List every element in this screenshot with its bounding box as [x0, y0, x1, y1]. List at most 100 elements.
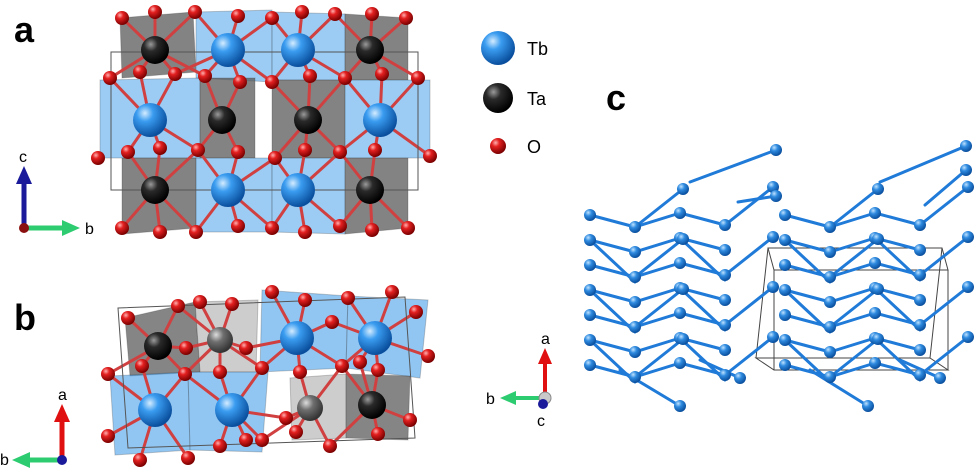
oxygen-atom: [341, 291, 355, 305]
legend-ta-swatch: [483, 83, 513, 113]
bond: [588, 238, 637, 254]
oxygen-atom: [198, 69, 212, 83]
oxygen-atom: [91, 151, 105, 165]
legend-ta-label: Ta: [527, 89, 547, 109]
tantalum-atom: [207, 327, 233, 353]
bond: [783, 213, 832, 229]
tantalum-atom: [294, 106, 322, 134]
terbium-atom: [215, 393, 249, 427]
bond: [828, 261, 877, 279]
legend-item-tb: Tb: [481, 31, 548, 65]
oxygen-atom: [289, 425, 303, 439]
terbium-atom: [719, 344, 731, 356]
oxygen-atom: [179, 341, 193, 355]
oxygen-atom: [213, 365, 227, 379]
oxygen-atom: [231, 145, 245, 159]
tantalum-atom: [356, 36, 384, 64]
bond: [618, 368, 682, 408]
terbium-atom: [767, 281, 779, 293]
oxygen-atom: [325, 315, 339, 329]
bond: [808, 368, 870, 408]
terbium-atom: [719, 294, 731, 306]
oxygen-atom: [133, 453, 147, 467]
terbium-atom: [584, 309, 596, 321]
bond: [828, 337, 880, 379]
bond: [633, 361, 682, 379]
panel-c-label: c: [606, 77, 626, 118]
terbium-atom: [584, 209, 596, 221]
oxygen-atom: [328, 7, 342, 21]
terbium-atom: [584, 284, 596, 296]
oxygen-atom: [233, 75, 247, 89]
bond: [678, 311, 727, 327]
bond: [633, 236, 682, 254]
oxygen-atom: [333, 145, 347, 159]
bond: [873, 261, 922, 277]
terbium-atom: [363, 103, 397, 137]
terbium-atom: [629, 346, 641, 358]
panel-b-label: b: [14, 297, 36, 338]
oxygen-atom: [293, 365, 307, 379]
panel-c-axis-c-label: c: [537, 413, 545, 430]
oxygen-atom: [178, 367, 192, 381]
bond: [723, 335, 775, 377]
terbium-atom: [211, 33, 245, 67]
oxygen-atom: [265, 221, 279, 235]
terbium-atom: [960, 164, 972, 176]
terbium-atom: [934, 372, 946, 384]
oxygen-atom: [181, 451, 195, 465]
oxygen-atom: [403, 413, 417, 427]
oxygen-atom: [231, 9, 245, 23]
bond: [828, 286, 877, 304]
oxygen-atom: [188, 5, 202, 19]
oxygen-atom: [265, 285, 279, 299]
bond: [828, 311, 877, 329]
oxygen-atom: [385, 285, 399, 299]
terbium-atom: [674, 357, 686, 369]
bond: [736, 194, 778, 204]
terbium-atom: [824, 346, 836, 358]
oxygen-atom: [135, 359, 149, 373]
terbium-atom: [677, 333, 689, 345]
oxygen-atom: [323, 439, 337, 453]
tantalum-atom: [358, 391, 386, 419]
legend-item-ta: Ta: [483, 83, 547, 113]
bond: [783, 263, 832, 279]
bond: [828, 287, 880, 329]
panel-a-axis-b-label: b: [85, 221, 94, 238]
tantalum-atom: [141, 176, 169, 204]
bond: [828, 236, 877, 254]
terbium-atom: [824, 371, 836, 383]
bond: [783, 363, 832, 379]
legend-o-label: O: [527, 137, 541, 157]
oxygen-atom: [255, 361, 269, 375]
oxygen-atom: [191, 143, 205, 157]
panel-a-axes: c b: [16, 149, 94, 238]
oxygen-atom: [279, 411, 293, 425]
oxygen-atom: [338, 71, 352, 85]
bond: [633, 237, 685, 279]
bond: [828, 211, 877, 229]
bond: [588, 313, 637, 329]
terbium-atom: [779, 259, 791, 271]
terbium-atom: [869, 307, 881, 319]
panel-a-label: a: [14, 9, 35, 50]
terbium-atom: [584, 334, 596, 346]
terbium-atom: [962, 231, 974, 243]
bond: [918, 185, 970, 227]
oxygen-atom: [121, 311, 135, 325]
oxygen-atom: [225, 297, 239, 311]
terbium-atom: [872, 233, 884, 245]
bond: [633, 187, 685, 229]
bond: [588, 213, 637, 229]
terbium-atom: [584, 259, 596, 271]
terbium-atom: [281, 33, 315, 67]
bond: [873, 211, 922, 227]
legend-o-swatch: [490, 138, 506, 154]
oxygen-atom: [409, 305, 423, 319]
oxygen-atom: [298, 293, 312, 307]
oxygen-atom: [121, 145, 135, 159]
bond: [828, 187, 880, 229]
bond: [873, 311, 922, 327]
oxygen-atom: [368, 143, 382, 157]
